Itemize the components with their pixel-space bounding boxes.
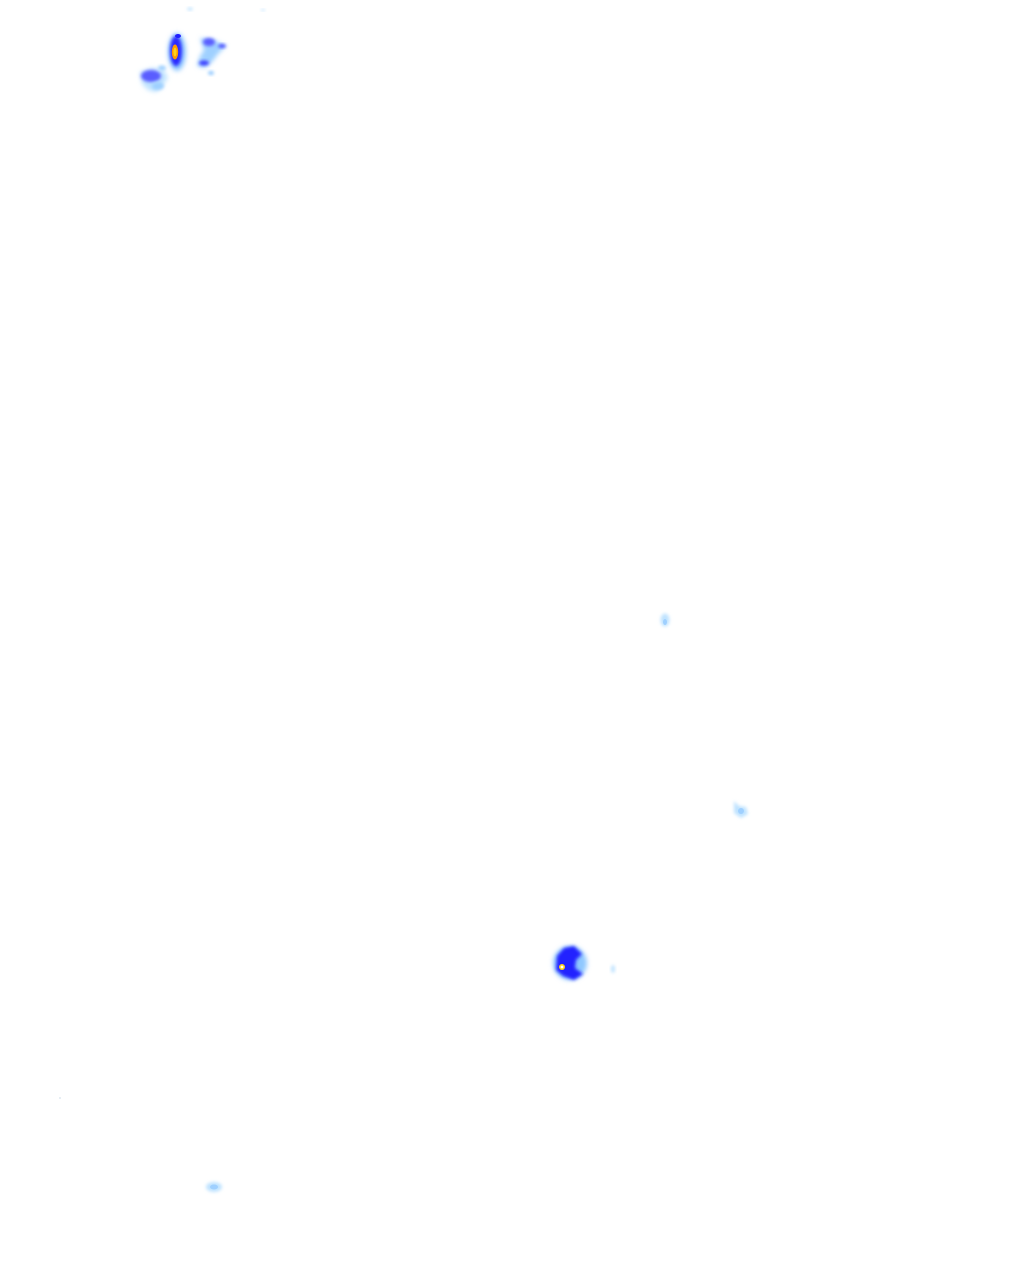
rain-cell-cluster-northwest bbox=[140, 7, 265, 92]
rain-cell bbox=[210, 1184, 218, 1190]
rain-cell bbox=[556, 946, 583, 980]
rain-cell bbox=[175, 34, 181, 38]
rain-cell bbox=[141, 70, 161, 82]
rain-cell bbox=[208, 71, 214, 75]
rain-cell bbox=[152, 82, 164, 90]
rain-cell bbox=[611, 965, 615, 973]
rain-cell-cluster-southeast bbox=[553, 946, 615, 980]
rain-cell bbox=[59, 1097, 61, 1099]
rain-cell bbox=[261, 9, 265, 11]
rain-cell bbox=[187, 7, 193, 11]
rain-cell bbox=[663, 619, 667, 625]
rain-cell bbox=[199, 60, 209, 66]
rain-cell-core bbox=[560, 965, 564, 969]
rain-cell bbox=[218, 44, 226, 48]
rain-cell bbox=[203, 38, 215, 46]
rain-cell bbox=[158, 65, 166, 71]
rain-cell bbox=[738, 808, 744, 814]
rain-cell-core bbox=[173, 47, 177, 57]
